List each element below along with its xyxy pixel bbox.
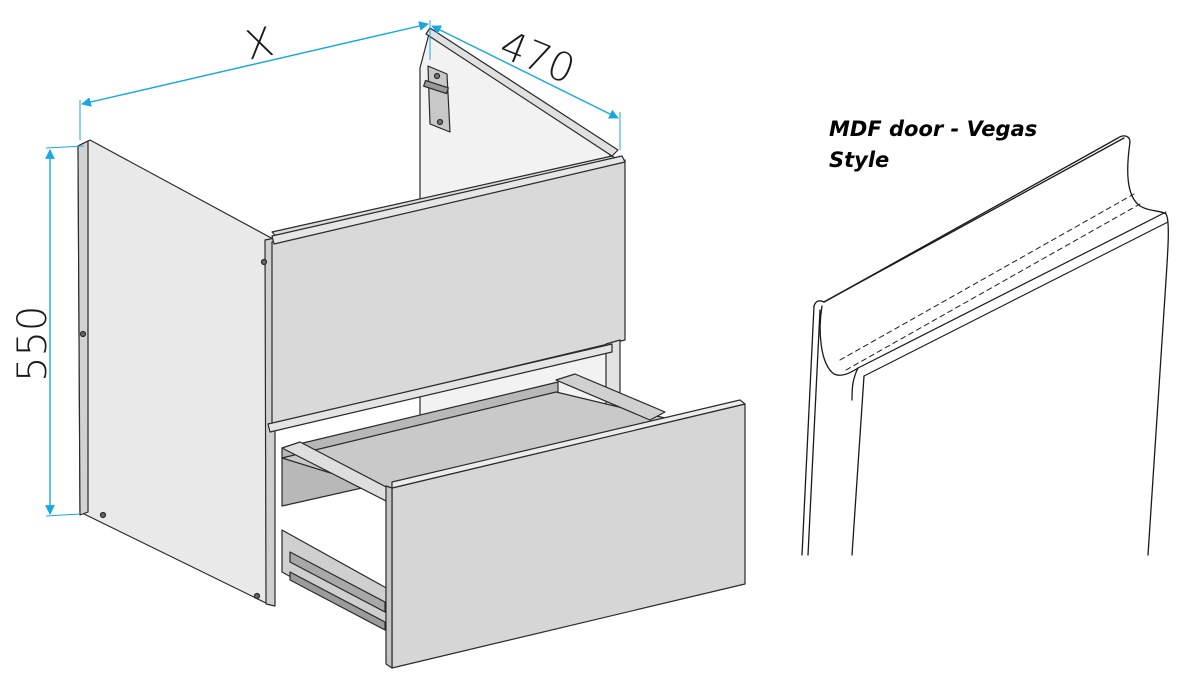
drawer-runner-inner xyxy=(289,551,386,613)
left-side-edge xyxy=(77,140,89,516)
mdf-door-profile xyxy=(801,135,1169,556)
door-left-edge xyxy=(801,305,815,556)
door-groove-curve xyxy=(819,305,859,376)
depth-dimension-line xyxy=(431,25,619,119)
door-caption-line1: MDF door - Vegas xyxy=(829,117,1038,141)
screw xyxy=(260,258,268,266)
drawer-runner-inner xyxy=(289,571,386,631)
lower-drawer-top-edge xyxy=(391,399,746,489)
left-side-panel xyxy=(77,139,276,605)
dimension-lines xyxy=(45,20,621,517)
height-label: 550 xyxy=(10,306,56,382)
door-dashed-groove xyxy=(839,193,1135,361)
screw xyxy=(99,511,107,519)
door-right-edge xyxy=(1147,279,1167,556)
cabinet xyxy=(77,27,746,669)
drawer-right-wall xyxy=(555,373,666,421)
width-label: X xyxy=(241,19,277,70)
door-top-lip xyxy=(813,135,1131,307)
door-caption: MDF door - Vegas Style xyxy=(829,114,1089,176)
lower-drawer-side-edge xyxy=(385,485,393,669)
upper-drawer-top-edge xyxy=(271,155,626,245)
lower-opening-frame xyxy=(267,343,613,433)
door-caption-line2: Style xyxy=(829,148,890,172)
screw xyxy=(253,592,261,600)
width-dimension-line xyxy=(81,21,429,107)
screw xyxy=(79,330,87,338)
door-face-left xyxy=(851,375,865,556)
